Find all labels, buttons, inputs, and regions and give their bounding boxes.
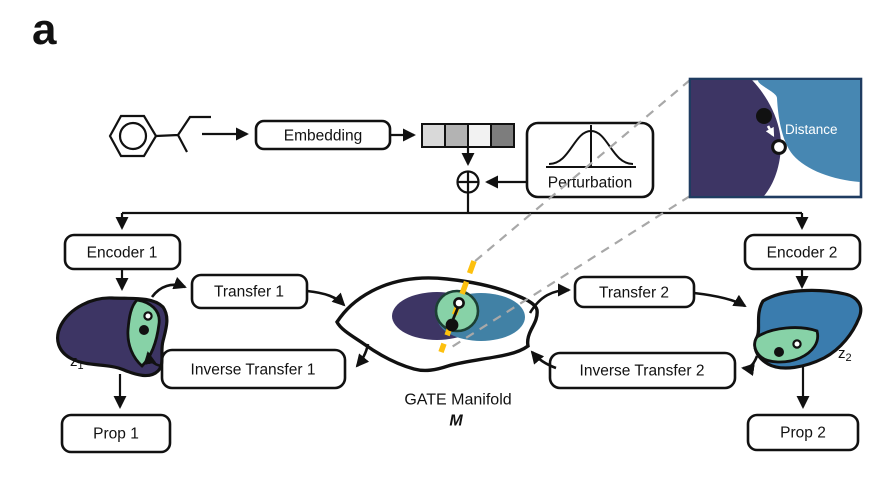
distance-label: Distance <box>785 122 838 137</box>
zoom-inset: Distance <box>688 77 863 199</box>
encoder2-box <box>743 233 862 271</box>
manifold-black-point <box>445 318 459 332</box>
inset-regions <box>691 80 860 196</box>
manifold-symbol: M <box>449 413 463 430</box>
gaussian-curve-icon <box>546 125 636 168</box>
alkyl-bonds <box>155 115 211 153</box>
perturbation-label: Perturbation <box>548 175 632 192</box>
prop2-label: Prop 2 <box>780 425 826 442</box>
encoder2-label: Encoder 2 <box>767 245 838 262</box>
zoom-connector-bottom <box>446 195 691 351</box>
z1-latent-blob <box>56 296 169 378</box>
panel-label: a <box>32 5 57 54</box>
prop2-box <box>746 413 860 452</box>
gate-manifold-blob <box>335 260 539 373</box>
z2-white-point <box>792 339 802 349</box>
arrow-z1-to-transfer1 <box>150 276 187 298</box>
inverse-transfer2-label: Inverse Transfer 2 <box>580 363 705 380</box>
z1-base: z <box>70 353 78 370</box>
inset-blue-region <box>757 80 860 182</box>
z2-mint-region <box>753 326 820 364</box>
vector-cell <box>467 123 492 148</box>
molecule-structure-icon <box>108 114 211 158</box>
transfer2-label: Transfer 2 <box>599 285 669 302</box>
prop1-box <box>60 413 172 454</box>
arrow-manifold-to-transfer2 <box>528 283 571 314</box>
z1-white-point <box>143 311 153 321</box>
z2-black-point <box>774 347 784 357</box>
vector-cell <box>421 123 446 148</box>
manifold-white-point <box>453 297 465 309</box>
inset-white-point <box>771 139 787 155</box>
manifold-label: GATE Manifold <box>404 392 511 409</box>
embedding-label: Embedding <box>284 128 362 145</box>
embedding-box <box>254 119 392 151</box>
inverse-transfer2-box <box>548 351 737 390</box>
z2-base: z <box>838 345 846 362</box>
transfer1-label: Transfer 1 <box>214 284 284 301</box>
prop1-label: Prop 1 <box>93 426 139 443</box>
embedding-vector <box>421 123 515 148</box>
inset-purple-region <box>691 80 781 196</box>
distance-arrow-icon <box>765 125 775 137</box>
circle-plus-icon <box>456 170 480 194</box>
arrow-inverse-transfer1-to-z1 <box>143 351 163 368</box>
arrow-transfer1-to-manifold <box>306 289 346 307</box>
transfer2-box <box>573 275 696 309</box>
inverse-transfer1-label: Inverse Transfer 1 <box>191 362 316 379</box>
vector-cell <box>444 123 469 148</box>
arrow-z2-to-inverse-transfer2 <box>741 355 759 376</box>
z2-label: z2 <box>838 345 852 364</box>
arrow-inverse-transfer2-to-manifold <box>530 350 557 370</box>
z1-black-point <box>139 325 149 335</box>
encoder1-label: Encoder 1 <box>87 245 158 262</box>
inset-black-point <box>756 108 772 124</box>
z1-sub: 1 <box>78 360 84 372</box>
encoder1-box <box>63 233 182 271</box>
arrow-transfer2-to-z2 <box>693 291 747 308</box>
benzene-inner-circle <box>118 121 148 151</box>
vector-cell <box>490 123 515 148</box>
inverse-transfer1-box <box>160 348 347 390</box>
arrow-manifold-to-inverse-transfer1 <box>355 343 370 368</box>
z1-label: z1 <box>70 353 84 372</box>
z2-latent-blob <box>753 288 863 370</box>
z2-sub: 2 <box>846 352 852 364</box>
